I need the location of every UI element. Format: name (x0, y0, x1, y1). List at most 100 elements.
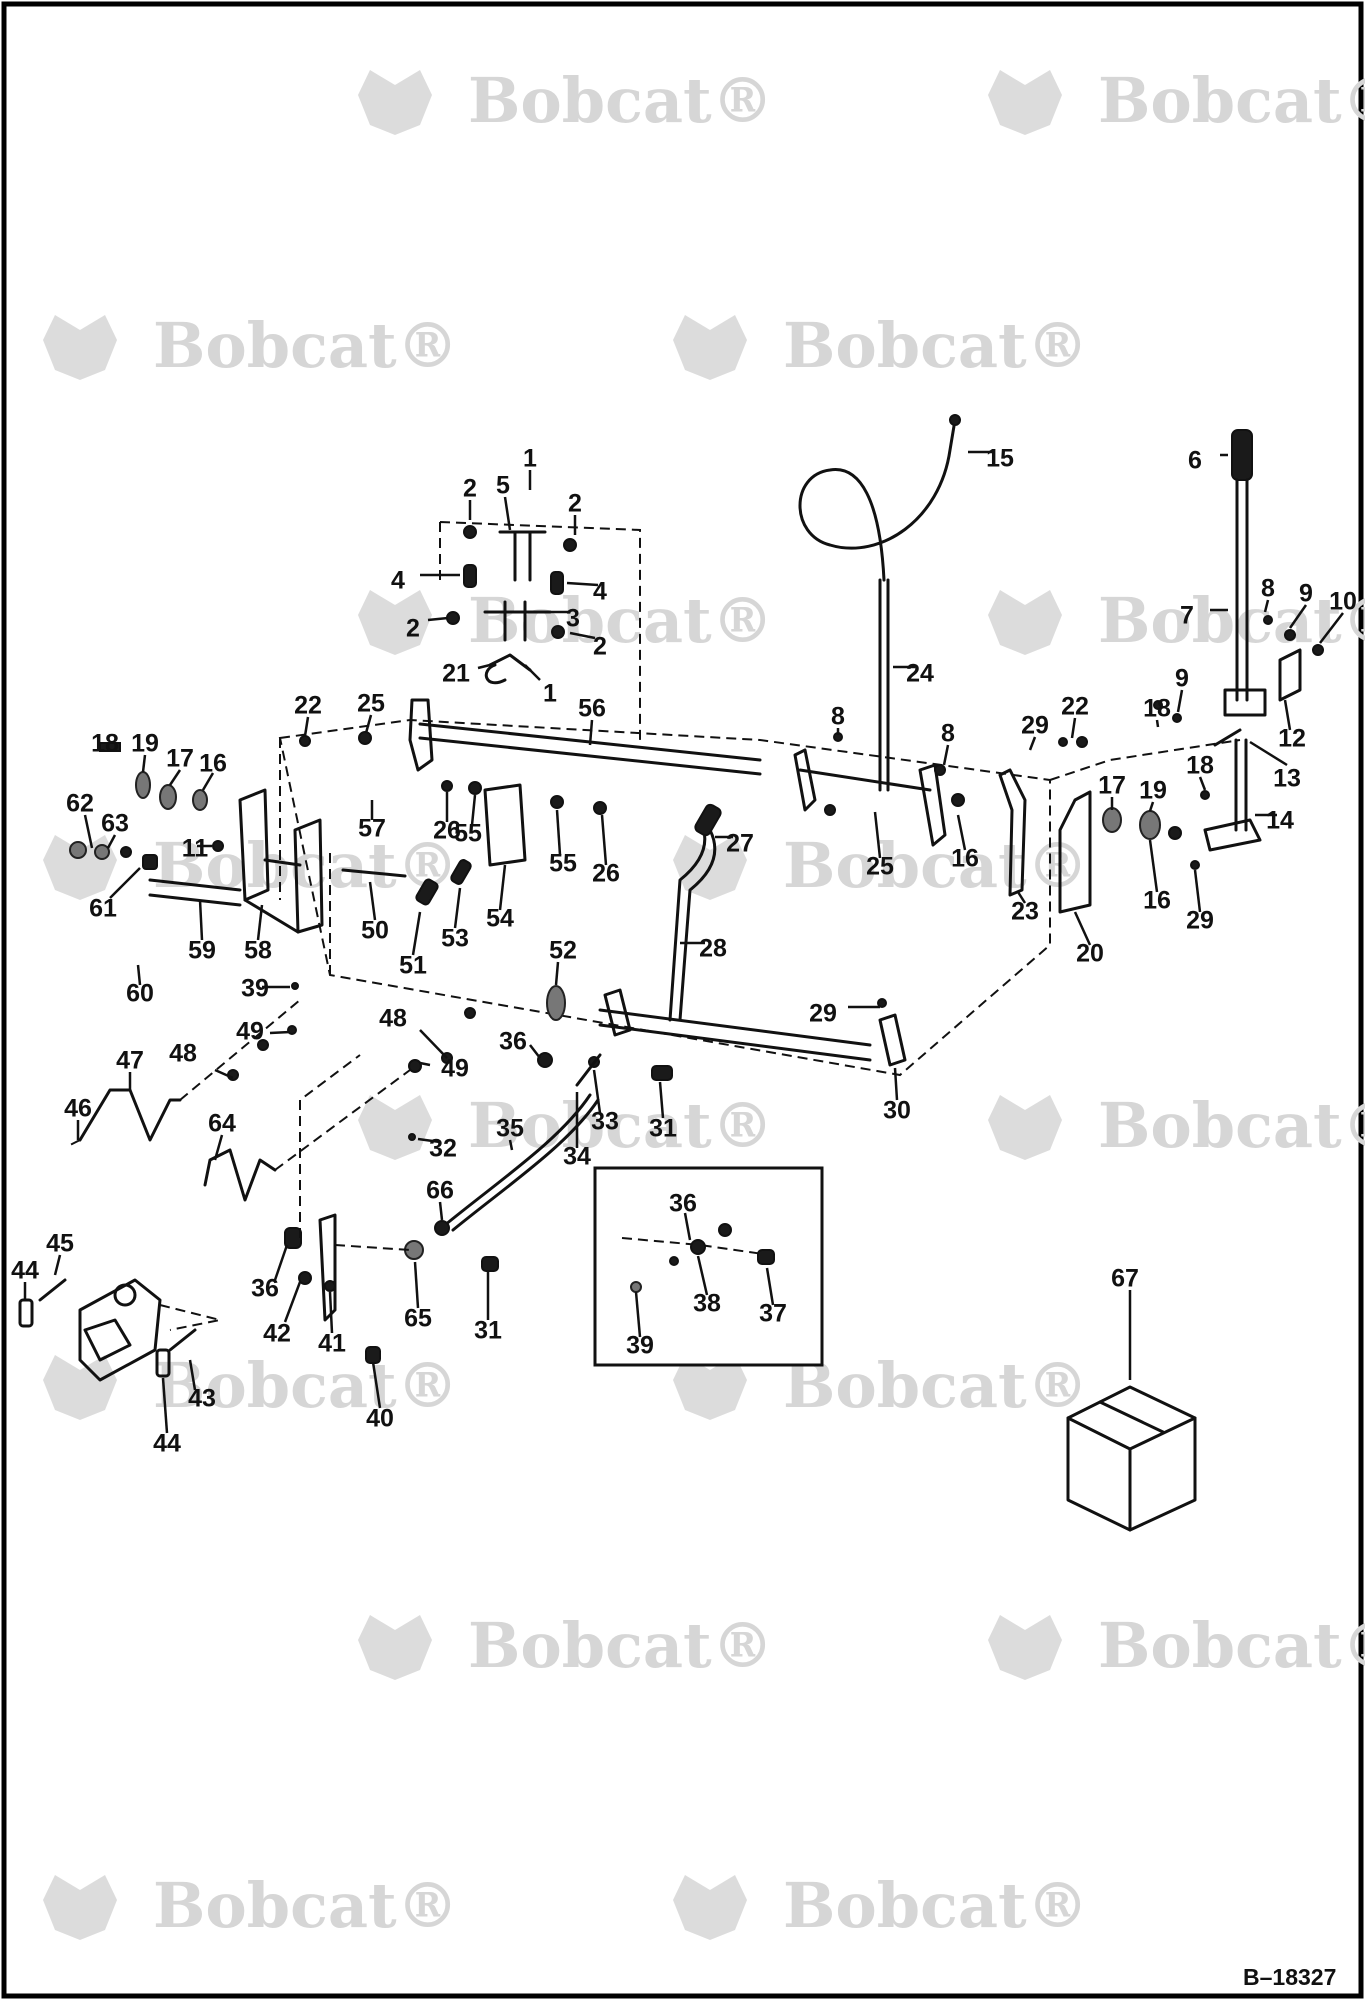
part-number: 36 (669, 1190, 697, 1218)
part-number: 23 (1011, 898, 1039, 926)
part-callout: 55 (454, 794, 482, 848)
watermark-text: Bobcat® (1098, 64, 1365, 137)
bobcat-watermark: Bobcat® (988, 1609, 1365, 1682)
governor-arm (284, 1054, 411, 1364)
part-callout: 12 (1278, 699, 1306, 753)
part-callout: 6 (1188, 447, 1228, 475)
leader-line (168, 769, 182, 786)
part-callout: 17 (166, 745, 194, 786)
part-number: 66 (426, 1177, 454, 1205)
watermark-text: Bobcat® (1098, 584, 1365, 657)
left-bracket-assembly (148, 783, 527, 934)
part-number: 45 (46, 1230, 74, 1258)
part-callout: 26 (592, 814, 620, 888)
watermark-text: Bobcat® (468, 1089, 774, 1162)
part-number: 12 (1278, 725, 1306, 753)
part-callout: 67 (1111, 1265, 1139, 1380)
part-callout: 46 (64, 1095, 92, 1140)
watermark-text: Bobcat® (468, 584, 774, 657)
bobcat-watermark: Bobcat® (673, 309, 1089, 382)
part-number: 58 (244, 937, 272, 965)
leader-line (1249, 740, 1288, 767)
part-callout: 21 (442, 660, 491, 688)
part-callout: 11 (182, 835, 212, 863)
part-number: 40 (366, 1405, 394, 1433)
leader-line (956, 814, 967, 851)
part-number: 52 (549, 937, 577, 965)
part-number: 4 (391, 567, 405, 595)
part-callout: 2 (463, 475, 477, 520)
part-callout: 3 (550, 605, 580, 633)
leader-line (214, 1068, 234, 1080)
leader-line (417, 1137, 441, 1144)
leader-line (696, 1255, 709, 1296)
leader-line (508, 1139, 514, 1151)
leader-line (1176, 689, 1184, 713)
part-callout: 5 (496, 472, 512, 531)
part-callout: 60 (126, 964, 154, 1008)
part-callout: 39 (626, 1291, 654, 1360)
part-callout: 34 (563, 1092, 591, 1171)
part-number: 36 (499, 1028, 527, 1056)
part-number: 11 (182, 835, 209, 863)
leader-line (83, 814, 94, 849)
part-number: 31 (649, 1115, 677, 1143)
leader-line (368, 881, 377, 921)
part-callout: 22 (294, 692, 322, 737)
part-number: 44 (11, 1257, 39, 1285)
part-number: 7 (1180, 602, 1194, 630)
watermark-text: Bobcat® (153, 1869, 459, 1942)
watermark-text: Bobcat® (153, 1349, 459, 1422)
part-callout: 53 (441, 887, 469, 953)
part-number: 35 (496, 1115, 524, 1143)
part-number: 2 (406, 615, 420, 643)
leader-line (893, 1067, 899, 1101)
bobcat-logo-icon (673, 1355, 747, 1420)
part-callout: 65 (404, 1261, 432, 1333)
right-shaft-bracket (793, 748, 947, 847)
left-hardware (69, 731, 372, 870)
part-callout: 57 (358, 800, 386, 843)
bobcat-watermark: Bobcat® (988, 584, 1365, 657)
part-callout: 26 (433, 792, 461, 845)
part-number: 39 (626, 1332, 654, 1360)
part-callout: 27 (715, 830, 754, 858)
part-number: 48 (379, 1005, 407, 1033)
detail-inset (593, 1166, 824, 1367)
part-callout: 49 (419, 1055, 469, 1083)
part-number: 50 (361, 917, 389, 945)
part-number: 10 (1329, 588, 1357, 616)
leader-line (371, 1361, 382, 1409)
part-callout: 1 (524, 664, 557, 708)
leader-line (213, 1134, 224, 1161)
part-number: 29 (1021, 712, 1049, 740)
kit-box-67 (1066, 1385, 1197, 1532)
part-number: 41 (318, 1330, 346, 1358)
leader-line (106, 834, 117, 849)
part-callout: 31 (474, 1272, 502, 1345)
part-number: 9 (1299, 580, 1313, 608)
part-number: 49 (441, 1055, 469, 1083)
part-callout: 2 (406, 615, 449, 643)
part-callout: 24 (893, 660, 934, 688)
part-number: 34 (563, 1143, 591, 1171)
part-number: 1 (543, 680, 557, 708)
part-callout: 25 (866, 811, 894, 881)
leader-line (1148, 839, 1159, 893)
leader-line (1198, 776, 1207, 791)
bobcat-watermark: Bobcat® (988, 64, 1365, 137)
part-number: 29 (809, 1000, 837, 1028)
part-callout: 40 (366, 1361, 394, 1433)
part-callout: 28 (680, 935, 727, 963)
part-callout: 23 (1011, 891, 1039, 926)
part-callout: 36 (499, 1028, 541, 1059)
part-callout: 49 (236, 1018, 291, 1046)
bobcat-watermark: Bobcat® (673, 1349, 1089, 1422)
leader-line (554, 961, 560, 986)
leader-line (942, 744, 950, 766)
part-number: 43 (188, 1385, 216, 1413)
part-callout: 58 (244, 904, 272, 965)
leader-line (438, 1201, 444, 1221)
watermark-text: Bobcat® (783, 309, 1089, 382)
